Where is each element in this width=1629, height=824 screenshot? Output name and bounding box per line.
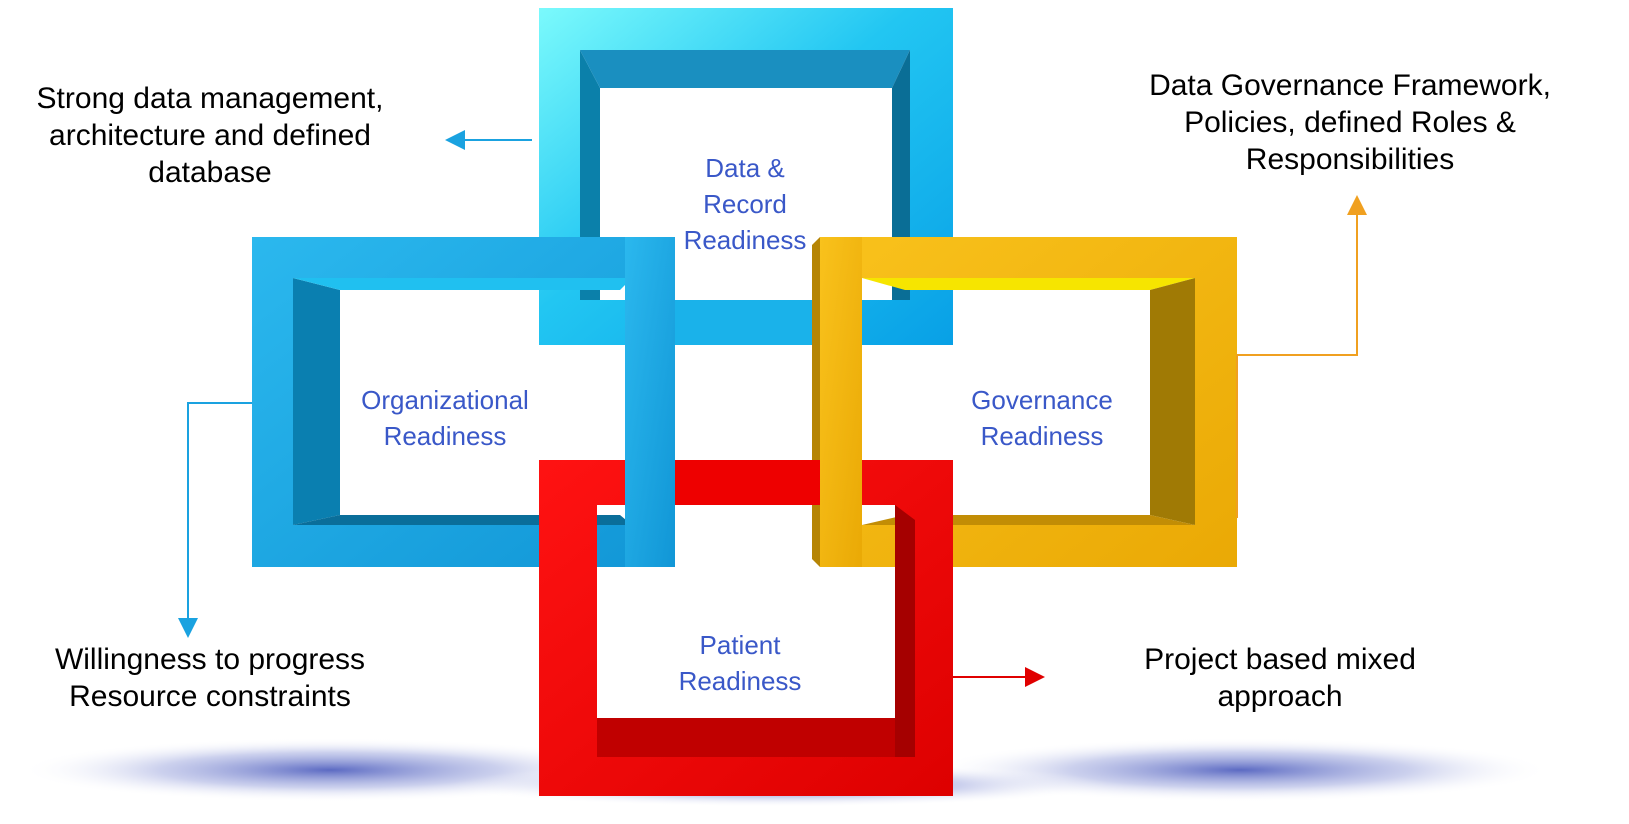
governance-label-line-1: Governance	[971, 385, 1113, 415]
patient-caption: Project based mixed approach	[1100, 641, 1460, 715]
gold-strap	[820, 237, 862, 567]
organizational-label: Organizational Readiness	[330, 382, 560, 454]
governance-caption: Data Governance Framework, Policies, def…	[1075, 67, 1625, 178]
patient-label: Patient Readiness	[650, 627, 830, 699]
organizational-caption-line-1: Willingness to progress	[54, 643, 366, 676]
governance-caption-line-2: Policies, defined Roles &	[1184, 106, 1516, 139]
governance-label-line-2: Readiness	[980, 421, 1104, 451]
patient-label-line-1: Patient	[699, 630, 781, 660]
governance-label: Governance Readiness	[942, 382, 1142, 454]
patient-caption-line-2: approach	[1217, 680, 1343, 713]
blue-strap	[625, 237, 675, 567]
data-record-label-line-1: Data &	[705, 153, 785, 183]
data-record-caption-line-3: database	[148, 156, 272, 189]
red-strap	[665, 460, 825, 505]
organizational-label-line-2: Readiness	[383, 421, 507, 451]
data-record-caption: Strong data management, architecture and…	[0, 80, 420, 191]
organizational-arrow	[178, 402, 252, 638]
organizational-caption: Willingness to progress Resource constra…	[10, 641, 410, 715]
patient-caption-line-1: Project based mixed	[1144, 643, 1416, 676]
organizational-label-line-1: Organizational	[361, 385, 529, 415]
governance-caption-line-1: Data Governance Framework,	[1149, 69, 1551, 102]
data-record-label-line-2: Record	[703, 189, 787, 219]
data-record-caption-line-1: Strong data management,	[36, 82, 384, 115]
governance-caption-line-3: Responsibilities	[1245, 143, 1455, 176]
patient-label-line-2: Readiness	[678, 666, 802, 696]
data-record-label-line-3: Readiness	[683, 225, 807, 255]
data-record-label: Data & Record Readiness	[655, 150, 835, 258]
data-record-caption-line-2: architecture and defined	[49, 119, 371, 152]
organizational-caption-line-2: Resource constraints	[69, 680, 351, 713]
governance-arrow	[1236, 195, 1367, 518]
patient-frame	[539, 460, 953, 796]
